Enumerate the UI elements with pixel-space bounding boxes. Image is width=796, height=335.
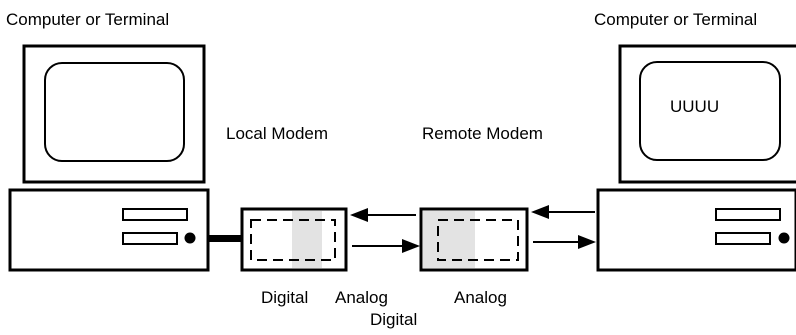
line-arrows-right	[531, 205, 596, 249]
left-drive-bay-top	[122, 208, 188, 221]
screen-text: UUUU	[670, 97, 720, 116]
line-arrows-middle	[350, 208, 420, 253]
left-monitor-screen	[44, 62, 185, 162]
serial-cable	[208, 235, 242, 242]
left-computer-label: Computer or Terminal	[6, 10, 170, 29]
local-modem-label: Local Modem	[226, 124, 329, 143]
right-monitor-screen	[639, 61, 781, 161]
left-monitor	[22, 44, 206, 184]
local-modem	[240, 207, 348, 272]
arrow-local-to-remote-head	[402, 239, 420, 253]
right-monitor	[618, 44, 796, 184]
arrow-computer-to-remote-head	[531, 205, 549, 219]
right-system-unit-case	[596, 188, 796, 272]
left-drive-bay-bottom	[122, 232, 178, 245]
digital-label-bottom: Digital	[370, 310, 418, 329]
arrow-remote-to-computer-head	[578, 235, 596, 249]
right-drive-bay-bottom	[715, 232, 771, 245]
remote-modem-circuit	[437, 219, 519, 261]
digital-label-left: Digital	[261, 288, 309, 307]
left-system-unit	[8, 188, 210, 272]
analog-label-right: Analog	[454, 288, 507, 307]
right-drive-bay-top	[715, 208, 781, 221]
remote-modem	[419, 207, 529, 272]
analog-label-left: Analog	[335, 288, 388, 307]
left-power-led	[184, 232, 196, 244]
right-system-unit	[596, 188, 796, 272]
right-computer-label: Computer or Terminal	[594, 10, 758, 29]
left-system-unit-case	[8, 188, 210, 272]
remote-modem-label: Remote Modem	[422, 124, 543, 143]
local-modem-circuit	[250, 219, 336, 261]
arrow-remote-to-local-head	[350, 208, 368, 222]
right-power-led	[778, 232, 790, 244]
remote-modem-analog-section	[423, 211, 475, 268]
